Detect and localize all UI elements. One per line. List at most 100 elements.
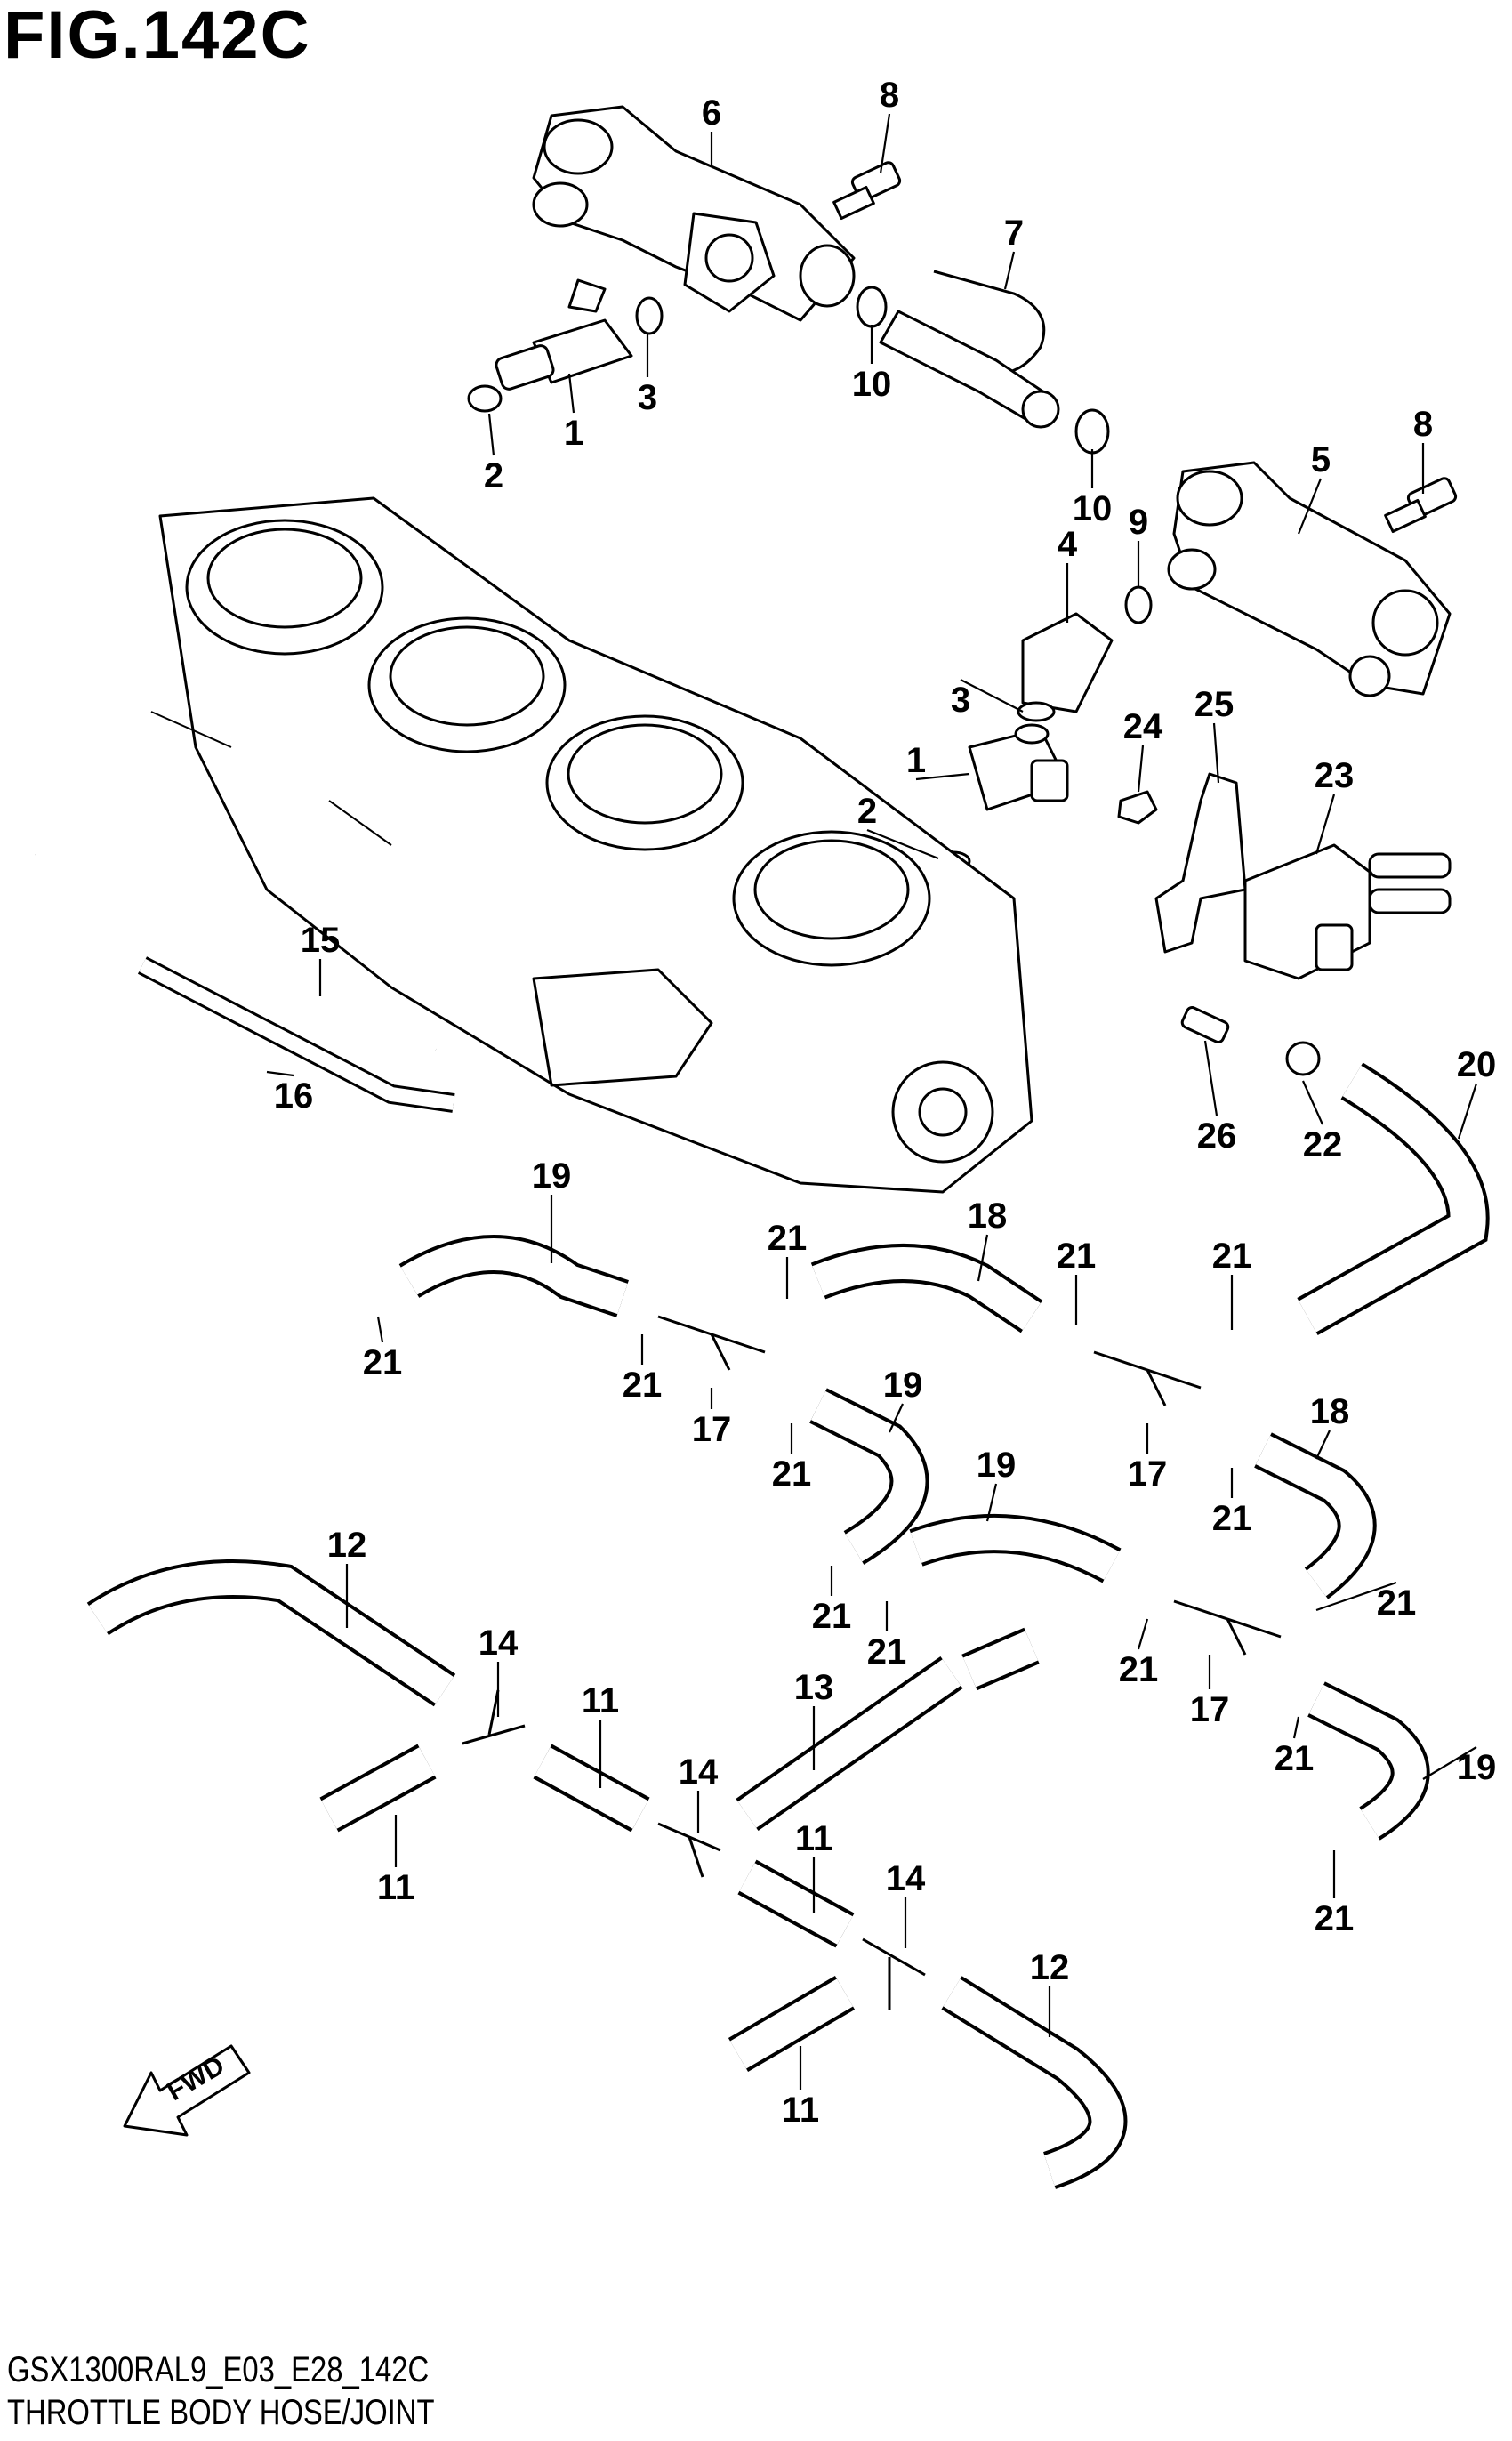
callout-19: 19 (977, 1446, 1017, 1485)
o-ring-3-lower (1017, 701, 1056, 722)
injector-upper (467, 278, 633, 413)
callout-17: 17 (692, 1410, 732, 1449)
figure-title: FIG.142C (4, 0, 311, 73)
fuel-rail-lower (1167, 461, 1452, 697)
callout-2: 2 (484, 456, 503, 495)
bolt-lower (1384, 477, 1458, 534)
callout-15: 15 (301, 921, 341, 960)
callout-11: 11 (782, 2091, 819, 2130)
callout-14: 14 (886, 1859, 926, 1898)
callout-3: 3 (951, 681, 970, 720)
callout-10: 10 (852, 365, 892, 404)
leader-line-21 (376, 1316, 384, 1343)
leader-line-18 (977, 1234, 989, 1282)
leader-line-5 (1297, 478, 1323, 535)
callout-11: 11 (377, 1868, 414, 1907)
leader-line-3 (960, 679, 1024, 713)
callout-21: 21 (1057, 1237, 1097, 1276)
hose-16 (137, 956, 455, 1113)
clamp-22 (1285, 1041, 1321, 1076)
breather-hoses (86, 1559, 1128, 2189)
callout-21: 21 (1315, 1899, 1355, 1938)
leader-line-23 (1315, 794, 1336, 855)
callout-18: 18 (968, 1196, 1008, 1236)
leader-line-22 (1301, 1080, 1324, 1125)
callout-21: 21 (1119, 1650, 1159, 1689)
callout-12: 12 (327, 1526, 367, 1565)
callout-20: 20 (1457, 1045, 1497, 1084)
o-ring-10-b (1074, 408, 1110, 455)
callout-17: 17 (1128, 1454, 1168, 1494)
fwd-arrow: FWD (123, 2044, 251, 2137)
leader-line-20 (1457, 1083, 1478, 1140)
callout-2: 2 (857, 792, 877, 831)
leader-line-7 (1003, 251, 1016, 290)
callout-7: 7 (1004, 213, 1024, 253)
callout-22: 22 (1303, 1125, 1343, 1164)
callout-14: 14 (679, 1752, 719, 1792)
callout-19: 19 (883, 1366, 923, 1405)
callout-6: 6 (702, 93, 721, 133)
callout-24: 24 (1123, 707, 1163, 746)
solenoid-valve-23 (1243, 843, 1452, 980)
leader-line-16 (266, 1070, 294, 1077)
leader-line-1 (915, 772, 970, 781)
callout-14: 14 (479, 1623, 519, 1663)
callout-21: 21 (1275, 1739, 1315, 1778)
leader-line-2 (487, 413, 495, 456)
callout-21: 21 (1212, 1237, 1252, 1276)
leader-lines (266, 113, 1478, 2090)
bolt-26 (1180, 1006, 1230, 1043)
callout-26: 26 (1197, 1116, 1237, 1156)
callout-21: 21 (867, 1632, 907, 1672)
callout-21: 21 (623, 1366, 663, 1405)
callout-9: 9 (1129, 503, 1148, 542)
callout-19: 19 (532, 1156, 572, 1196)
callout-16: 16 (274, 1076, 314, 1116)
leader-line-8 (879, 113, 891, 174)
leader-line-21 (1137, 1618, 1149, 1650)
joints-17 (657, 1315, 1282, 1656)
leader-line-21 (1315, 1581, 1397, 1612)
callout-5: 5 (1311, 440, 1331, 479)
callout-21: 21 (812, 1597, 852, 1636)
section-title: THROTTLE BODY HOSE/JOINT (7, 2393, 435, 2432)
throttle-body-assembly (150, 496, 1033, 1194)
o-ring-3-upper (635, 296, 664, 335)
feed-hose-7 (879, 270, 1060, 429)
callout-21: 21 (1212, 1499, 1252, 1538)
leader-line-24 (1137, 745, 1145, 793)
cap-4 (1021, 612, 1114, 713)
leader-line-21 (1292, 1716, 1300, 1739)
callout-13: 13 (794, 1668, 834, 1707)
callout-23: 23 (1315, 756, 1355, 795)
fuel-rail-upper (532, 105, 856, 322)
leader-line-26 (1203, 1040, 1218, 1116)
injector-lower (968, 723, 1069, 811)
callout-21: 21 (363, 1343, 403, 1382)
bolt-upper (832, 161, 902, 221)
leader-line-19 (1422, 1746, 1477, 1780)
callout-3: 3 (638, 378, 657, 417)
callout-21: 21 (772, 1454, 812, 1494)
model-code: GSX1300RAL9_E03_E28_142C (7, 2350, 430, 2389)
callout-1: 1 (564, 414, 583, 453)
callout-17: 17 (1190, 1690, 1230, 1729)
leader-line-25 (1212, 722, 1220, 784)
callout-11: 11 (582, 1681, 619, 1720)
bracket-25 (1154, 772, 1247, 954)
callout-21: 21 (1377, 1583, 1417, 1623)
callout-1: 1 (906, 741, 926, 780)
callout-19: 19 (1457, 1748, 1497, 1787)
callout-8: 8 (1413, 405, 1433, 444)
vacuum-hoses (398, 1235, 1430, 1841)
o-ring-10-a (856, 286, 888, 328)
leader-line-19 (889, 1403, 904, 1433)
callout-25: 25 (1194, 685, 1235, 724)
callout-4: 4 (1058, 525, 1078, 564)
leader-line-1 (567, 373, 575, 414)
hose-15 (31, 848, 439, 1057)
